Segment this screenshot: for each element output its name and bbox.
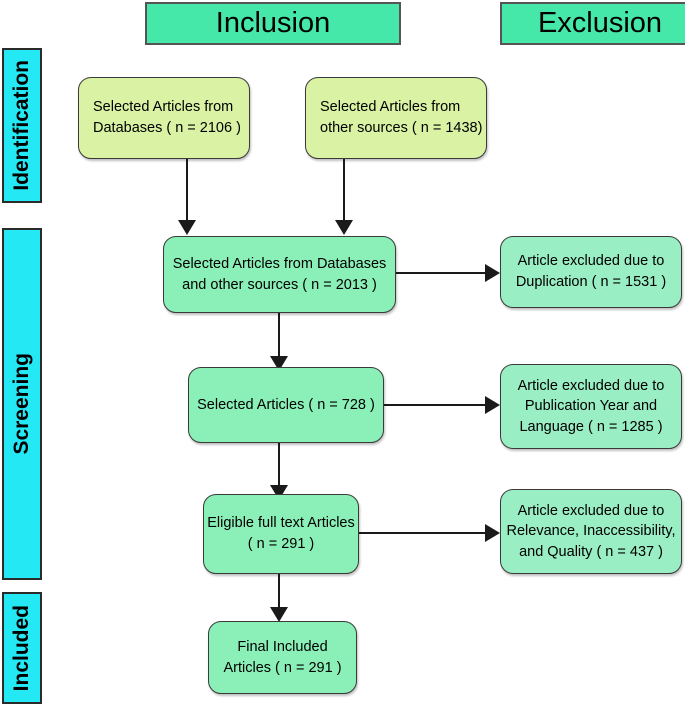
- connector-combined-to-selected: [278, 313, 281, 358]
- column-header-exclusion: Exclusion: [500, 2, 685, 45]
- node-selected: Selected Articles ( n = 728 ): [188, 367, 384, 443]
- arrow-eligible-to-relevance: [485, 524, 500, 542]
- node-excluded-year-language: Article excluded due to Publication Year…: [500, 364, 682, 449]
- phase-bar-included-label: Included: [10, 604, 33, 692]
- node-combined-line-1: Selected Articles from Databases: [172, 255, 387, 272]
- node-combined-line-2: and other sources ( n = 2013 ): [182, 276, 377, 293]
- phase-bar-identification-label: Identification: [10, 60, 33, 191]
- node-databases: Selected Articles from Databases ( n = 2…: [78, 77, 250, 159]
- node-excluded-year-language-line-3: Language ( n = 1285 ): [519, 418, 663, 435]
- node-excluded-year-language-line-1: Article excluded due to: [517, 377, 665, 394]
- connector-selected-to-year-language: [384, 404, 486, 407]
- connector-combined-to-duplication: [396, 272, 486, 275]
- phase-bar-included: Included: [2, 592, 42, 704]
- phase-bar-screening-label: Screening: [10, 353, 33, 455]
- arrow-databases-to-combined: [178, 220, 196, 235]
- node-other-sources-line-1: Selected Articles from: [320, 99, 461, 116]
- node-excluded-relevance-line-3: and Quality ( n = 437 ): [519, 543, 663, 560]
- column-header-inclusion: Inclusion: [145, 2, 401, 45]
- node-eligible-line-1: Eligible full text Articles: [207, 515, 355, 532]
- node-excluded-relevance-line-1: Article excluded due to: [517, 502, 665, 519]
- node-excluded-duplication-line-2: Duplication ( n = 1531 ): [515, 274, 667, 290]
- node-combined: Selected Articles from Databases and oth…: [163, 236, 396, 313]
- node-excluded-year-language-line-2: Publication Year and: [524, 398, 658, 415]
- arrow-other-sources-to-combined: [335, 220, 353, 235]
- node-selected-line-1: Selected Articles ( n = 728 ): [197, 396, 375, 413]
- arrow-combined-to-duplication: [485, 264, 500, 282]
- phase-bar-identification: Identification: [2, 48, 42, 203]
- node-eligible-line-2: ( n = 291 ): [247, 536, 315, 552]
- arrow-eligible-to-final: [270, 607, 288, 622]
- node-other-sources-line-2: other sources ( n = 1438): [320, 120, 483, 136]
- node-excluded-duplication: Article excluded due to Duplication ( n …: [500, 236, 682, 308]
- column-header-inclusion-label: Inclusion: [215, 7, 331, 39]
- node-final-included-line-1: Final Included: [237, 638, 328, 655]
- node-final-included: Final Included Articles ( n = 291 ): [208, 621, 357, 694]
- connector-other-sources-to-combined: [343, 159, 346, 222]
- connector-selected-to-eligible: [278, 443, 281, 487]
- column-header-exclusion-label: Exclusion: [537, 7, 663, 39]
- node-final-included-line-2: Articles ( n = 291 ): [223, 659, 342, 676]
- node-excluded-relevance: Article excluded due to Relevance, Inacc…: [500, 489, 682, 574]
- connector-eligible-to-final: [278, 574, 281, 609]
- connector-eligible-to-relevance: [359, 532, 486, 535]
- node-eligible: Eligible full text Articles ( n = 291 ): [203, 494, 359, 574]
- connector-databases-to-combined: [186, 159, 189, 222]
- phase-bar-screening: Screening: [2, 228, 42, 580]
- arrow-selected-to-year-language: [485, 396, 500, 414]
- node-other-sources: Selected Articles from other sources ( n…: [305, 77, 487, 159]
- node-excluded-duplication-line-1: Article excluded due to: [517, 253, 665, 270]
- node-databases-line-1: Selected Articles from: [93, 99, 234, 116]
- node-excluded-relevance-line-2: Relevance, Inaccessibility,: [506, 523, 676, 540]
- node-databases-line-2: Databases ( n = 2106 ): [93, 120, 241, 136]
